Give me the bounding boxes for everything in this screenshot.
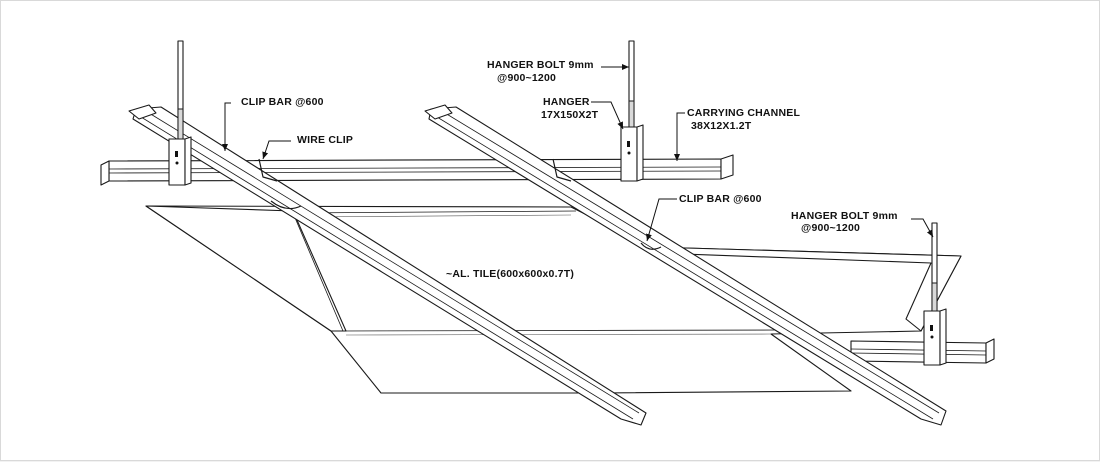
label-hanger-bolt-1-line1: HANGER BOLT 9mm — [487, 59, 594, 71]
wire-clip-right — [552, 158, 572, 182]
leader-lines — [222, 64, 934, 242]
hanger-bolt-center — [628, 40, 635, 132]
clip-bar-right — [424, 104, 947, 426]
label-hanger-line1: HANGER — [543, 96, 590, 108]
label-clip-bar-left: CLIP BAR @600 — [241, 96, 324, 108]
label-hanger-line2: 17X150X2T — [541, 109, 599, 121]
hanger-right — [923, 308, 947, 366]
carrying-channel-lower — [850, 338, 995, 364]
hanger-left — [168, 136, 192, 186]
label-hanger-bolt-1-line2: @900~1200 — [497, 72, 556, 84]
hanger-center — [620, 124, 644, 182]
label-hanger-bolt-2-line2: @900~1200 — [801, 222, 860, 234]
label-carrying-channel-line2: 38X12X1.2T — [691, 120, 752, 132]
label-carrying-channel-line1: CARRYING CHANNEL — [687, 107, 800, 119]
label-clip-bar-right: CLIP BAR @600 — [679, 193, 762, 205]
label-al-tile: ~AL. TILE(600x600x0.7T) — [446, 268, 574, 280]
clip-bar-left — [128, 104, 647, 426]
label-hanger-bolt-2-line1: HANGER BOLT 9mm — [791, 210, 898, 222]
label-wire-clip: WIRE CLIP — [297, 134, 353, 146]
hanger-bolt-left — [177, 40, 184, 142]
wire-clip-left — [258, 158, 278, 182]
